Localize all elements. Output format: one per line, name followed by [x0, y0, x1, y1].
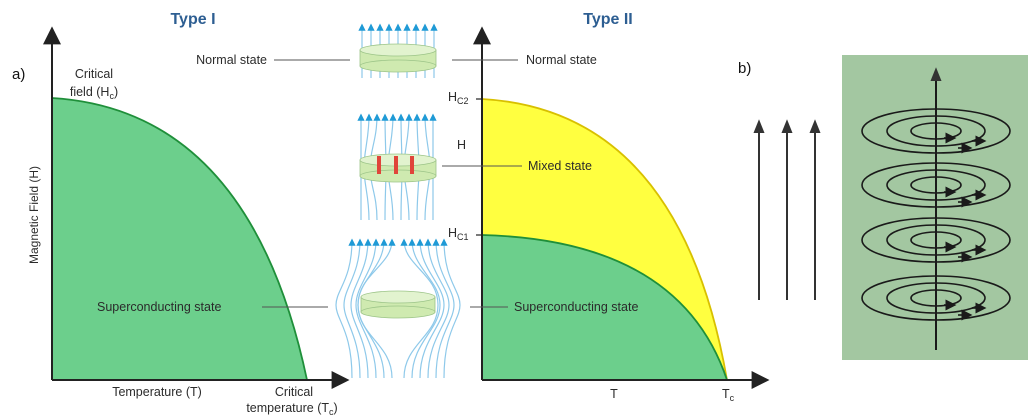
- type2-hc1-curve: [481, 234, 728, 381]
- type2-title: Type II: [583, 11, 633, 28]
- type1-critical-temp-line2: temperature (Tc): [246, 401, 337, 417]
- type1-x-axis-label: Temperature (T): [112, 385, 202, 399]
- panel-label-b: b): [738, 60, 751, 77]
- normal-state-illustration: [358, 23, 438, 78]
- type2-mixed-state-label: Mixed state: [528, 159, 592, 173]
- superconductor-disc-icon: [360, 290, 436, 319]
- type1-title: Type I: [170, 11, 215, 28]
- mixed-state-illustration: [357, 113, 437, 221]
- superconductor-disc-icon: [359, 43, 437, 73]
- type2-hc2-label: HC2: [448, 90, 469, 106]
- field-lines-superconducting: [335, 238, 461, 379]
- type1-critical-temp-line1: Critical: [275, 385, 313, 399]
- type2-hc1-label: HC1: [448, 226, 469, 242]
- type1-superconducting-state-label: Superconducting state: [97, 300, 221, 314]
- vortex-core-icon: [377, 156, 414, 174]
- type2-superconducting-region: [482, 235, 727, 380]
- type2-tc-label: Tc: [722, 387, 735, 403]
- superconducting-state-illustration: [335, 238, 461, 379]
- type2-h-label: H: [457, 138, 466, 152]
- panel-label-a: a): [12, 66, 25, 83]
- type2-x-axis-label: T: [610, 387, 618, 401]
- type1-critical-field-line1: Critical: [75, 67, 113, 81]
- type1-critical-curve: [51, 97, 308, 381]
- type2-hc2-curve: [481, 98, 728, 381]
- type1-superconducting-region: [52, 98, 307, 380]
- field-arrow-icon-group: [753, 119, 821, 300]
- type2-superconducting-state-label: Superconducting state: [514, 300, 638, 314]
- type1-y-axis-label: Magnetic Field (H): [27, 166, 41, 264]
- type1-critical-field-line2: field (Hc): [70, 85, 118, 101]
- type2-normal-state-label: Normal state: [526, 53, 597, 67]
- type1-normal-state-label: Normal state: [196, 53, 267, 67]
